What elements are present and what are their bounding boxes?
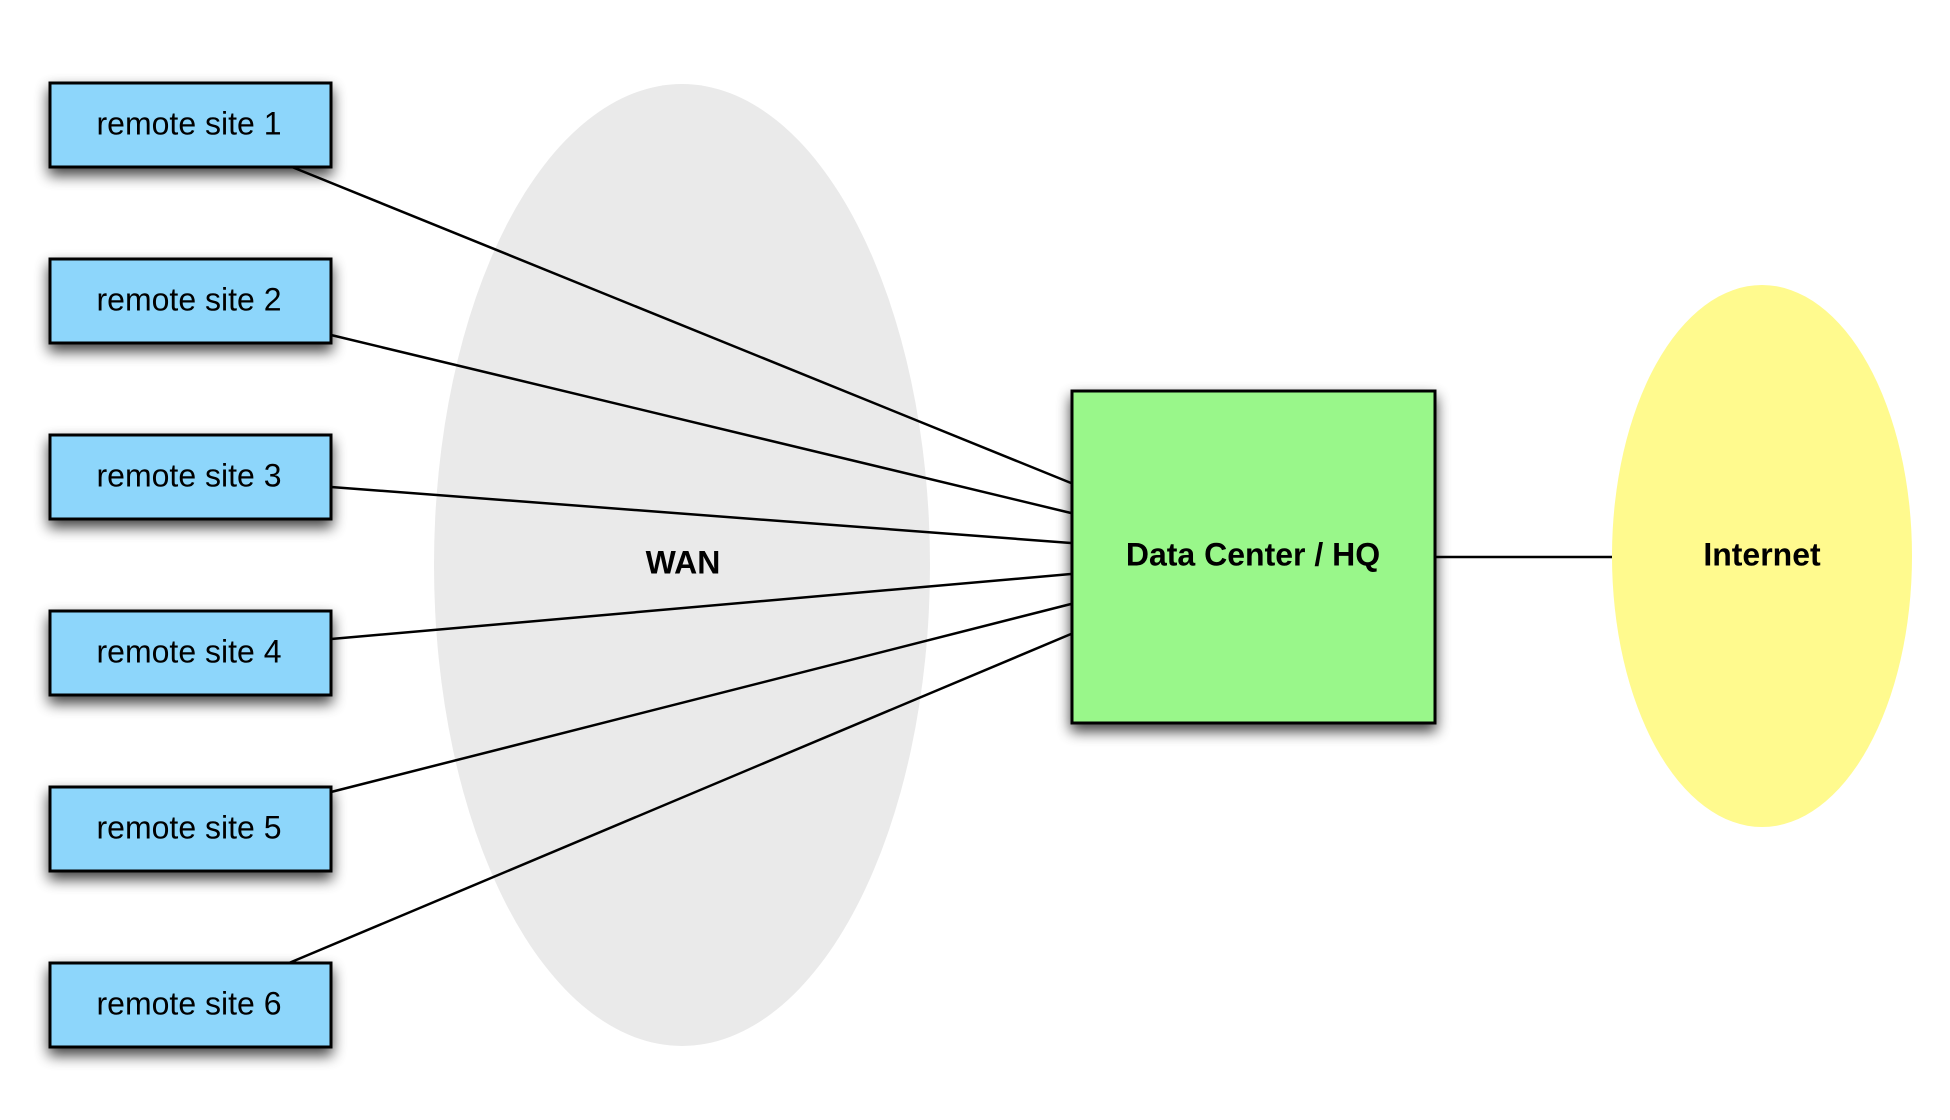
hq-box[interactable] — [1070, 389, 1437, 725]
wan-label: WAN — [646, 544, 721, 580]
remote-site-6-label: remote site 6 — [97, 985, 282, 1021]
internet-ellipse — [1612, 285, 1912, 827]
wan-cloud — [434, 84, 930, 1046]
remote-site-2-label: remote site 2 — [97, 281, 282, 317]
remote-site-3-label: remote site 3 — [97, 457, 282, 493]
link-site3-hq — [330, 485, 1072, 545]
link-site5-hq — [330, 602, 1072, 794]
remote-site-box[interactable] — [48, 961, 333, 1049]
remote-site-6[interactable] — [48, 961, 333, 1049]
remote-site-5[interactable] — [48, 785, 333, 873]
link-site6-hq — [288, 632, 1072, 965]
remote-site-box[interactable] — [48, 433, 333, 521]
remote-site-1[interactable] — [48, 81, 333, 169]
link-site1-hq — [291, 165, 1072, 485]
hq-label: Data Center / HQ — [1126, 536, 1380, 572]
link-site2-hq — [330, 333, 1072, 515]
remote-site-2[interactable] — [48, 257, 333, 345]
remote-site-4[interactable] — [48, 609, 333, 697]
remote-site-box[interactable] — [48, 609, 333, 697]
remote-site-box[interactable] — [48, 81, 333, 169]
remote-site-box[interactable] — [48, 785, 333, 873]
remote-site-box[interactable] — [48, 257, 333, 345]
internet-label: Internet — [1703, 536, 1821, 572]
internet-cloud — [1612, 285, 1912, 827]
remote-site-1-label: remote site 1 — [97, 105, 282, 141]
remote-site-4-label: remote site 4 — [97, 633, 282, 669]
hq-node[interactable] — [1070, 389, 1437, 725]
connection-lines — [288, 165, 1612, 965]
wan-ellipse — [434, 84, 930, 1046]
remote-site-5-label: remote site 5 — [97, 809, 282, 845]
link-site4-hq — [330, 572, 1072, 641]
remote-site-3[interactable] — [48, 433, 333, 521]
